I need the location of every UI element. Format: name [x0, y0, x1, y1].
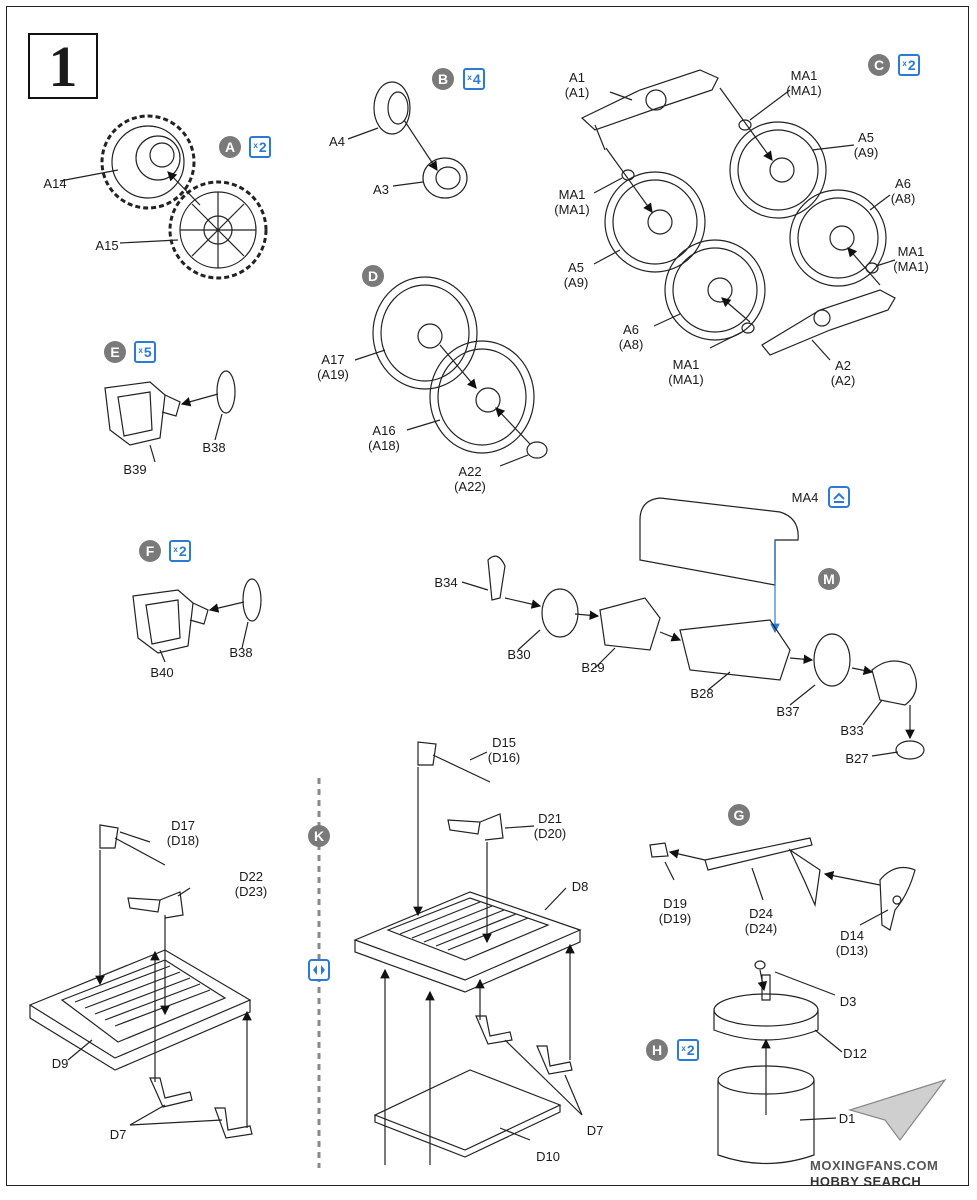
- watermark-plane-icon: [847, 1078, 947, 1141]
- hubcap-a22: [526, 441, 548, 459]
- label-a1: A1(A1): [564, 70, 590, 100]
- lens-b38-e: [216, 370, 236, 414]
- badge-m: M: [818, 568, 840, 590]
- label-a22: A22(A22): [454, 464, 486, 494]
- label-b29: B29: [581, 660, 605, 675]
- label-b39: B39: [123, 462, 147, 477]
- label-d7-right: D7: [586, 1123, 604, 1138]
- label-a5-right: A5(A9): [853, 130, 879, 160]
- badge-k: K: [308, 825, 330, 847]
- flip-view-icon: [308, 959, 330, 981]
- grille-d9: [28, 949, 252, 1071]
- plate-d10: [373, 1069, 562, 1151]
- label-a17: A17(A19): [317, 352, 349, 382]
- label-b34: B34: [434, 575, 458, 590]
- label-ma1-right: MA1(MA1): [893, 244, 929, 274]
- label-d21: D21(D20): [533, 811, 567, 841]
- label-a2: A2(A2): [830, 358, 856, 388]
- label-a6-right: A6(A8): [890, 176, 916, 206]
- label-d12: D12: [843, 1046, 867, 1061]
- label-d9: D9: [51, 1056, 69, 1071]
- label-d1: D1: [838, 1111, 856, 1126]
- label-d24: D24(D24): [744, 906, 778, 936]
- sprocket-a15: [168, 180, 268, 280]
- rod-d17: [99, 824, 166, 866]
- badge-b: B: [432, 68, 454, 90]
- label-b30: B30: [507, 647, 531, 662]
- label-a3: A3: [373, 182, 389, 197]
- badge-g: G: [728, 804, 750, 826]
- label-b28: B28: [690, 686, 714, 701]
- road-wheel-a6-right: [789, 189, 887, 287]
- label-a6-left: A6(A8): [618, 322, 644, 352]
- wheel-arm-a1: [580, 69, 719, 151]
- rod-d15: [417, 741, 491, 783]
- wheel-a4-a3: [373, 81, 468, 199]
- headlight-b39: [104, 381, 181, 446]
- road-wheel-a16: [429, 340, 535, 454]
- road-wheel-a17: [372, 276, 478, 390]
- label-b33: B33: [840, 723, 864, 738]
- watermark-site: MOXINGFANS.COM: [810, 1158, 939, 1173]
- road-wheel-a5-right: [729, 121, 827, 219]
- label-a14: A14: [43, 176, 67, 191]
- label-ma4: MA4: [791, 490, 819, 505]
- label-a16: A16(A18): [368, 423, 400, 453]
- step-number: 1: [28, 33, 98, 99]
- label-d3: D3: [839, 994, 857, 1009]
- label-d19: D19(D19): [658, 896, 692, 926]
- badge-e: E: [104, 341, 126, 363]
- label-d8: D8: [571, 879, 589, 894]
- antenna-assembly: [649, 837, 916, 931]
- badge-c: C: [868, 54, 890, 76]
- label-b38-e: B38: [202, 440, 226, 455]
- road-wheel-a6-left: [664, 239, 766, 341]
- badge-f: F: [139, 540, 161, 562]
- label-a15: A15: [95, 238, 119, 253]
- label-d7-left: D7: [109, 1127, 127, 1142]
- page-frame: [6, 6, 969, 1186]
- label-d15: D15(D16): [487, 735, 521, 765]
- road-wheel-a5-left: [604, 171, 706, 273]
- ma4-up-icon: [828, 486, 850, 508]
- wheel-arm-a2: [761, 289, 896, 356]
- badge-h: H: [646, 1039, 668, 1061]
- bracket-d21: [447, 813, 504, 841]
- badge-a: A: [219, 136, 241, 158]
- label-d22: D22(D23): [234, 869, 268, 899]
- headlight-b40: [132, 589, 209, 654]
- watermark-hobby-search: HOBBY SEARCH: [810, 1174, 922, 1189]
- label-ma1-left: MA1(MA1): [554, 187, 590, 217]
- badge-d: D: [362, 265, 384, 287]
- sprocket-a14: [100, 114, 196, 210]
- label-d17: D17(D18): [166, 818, 200, 848]
- label-a4: A4: [329, 134, 345, 149]
- bracket-d22: [127, 891, 184, 919]
- label-d10: D10: [536, 1149, 560, 1164]
- label-d14: D14(D13): [835, 928, 869, 958]
- label-ma1-bottom: MA1(MA1): [668, 357, 704, 387]
- label-b38-f: B38: [229, 645, 253, 660]
- label-a5-left: A5(A9): [563, 260, 589, 290]
- label-b37: B37: [776, 704, 800, 719]
- grille-d8: [353, 891, 582, 993]
- label-ma1-top: MA1(MA1): [786, 68, 822, 98]
- label-b27: B27: [845, 751, 869, 766]
- muffler-parts: [487, 555, 925, 760]
- label-b40: B40: [150, 665, 174, 680]
- lens-b38-f: [242, 578, 262, 622]
